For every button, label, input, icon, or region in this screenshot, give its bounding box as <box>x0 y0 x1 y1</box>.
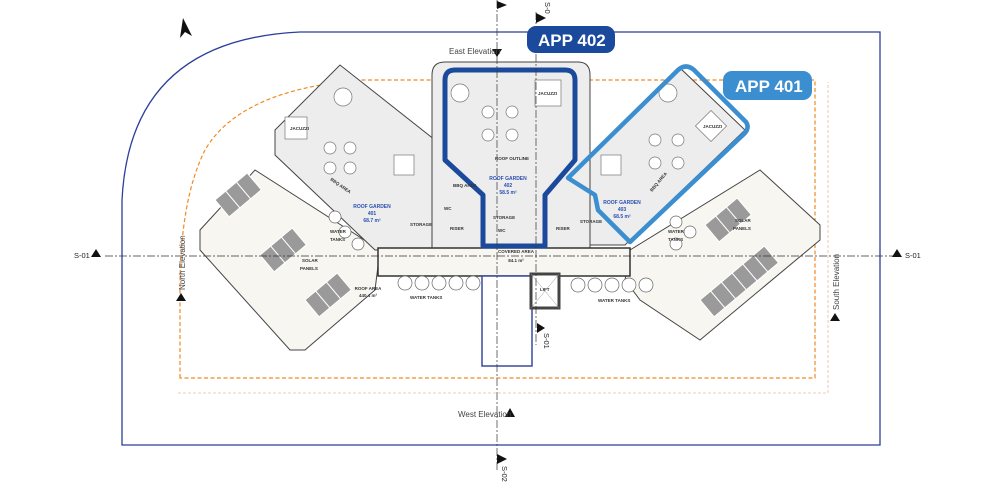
north-arrow-icon <box>180 18 192 38</box>
svg-text:SOLAR: SOLAR <box>735 218 752 223</box>
svg-text:JACUZZI: JACUZZI <box>290 126 309 131</box>
svg-text:ROOF OUTLINE: ROOF OUTLINE <box>495 156 529 161</box>
svg-text:WATER TANKS: WATER TANKS <box>410 295 442 300</box>
svg-text:PANELS: PANELS <box>300 266 318 271</box>
svg-text:COVERED AREA: COVERED AREA <box>498 249 535 254</box>
app-401-badge[interactable]: APP 401 <box>723 71 812 100</box>
room-labels: ROOF GARDEN 401 68.7 m² ROOF GARDEN 402 … <box>290 91 752 303</box>
svg-text:TANKS: TANKS <box>330 237 345 242</box>
svg-text:WATER: WATER <box>330 229 347 234</box>
svg-text:WATER TANKS: WATER TANKS <box>598 298 630 303</box>
app-402-badge[interactable]: APP 402 <box>527 26 615 53</box>
svg-text:402: 402 <box>504 183 513 189</box>
svg-text:ROOF GARDEN: ROOF GARDEN <box>353 204 391 210</box>
north-elevation-label: North Elevation <box>178 235 187 290</box>
svg-text:84.1 m²: 84.1 m² <box>508 258 524 263</box>
svg-text:JACUZZI: JACUZZI <box>538 91 557 96</box>
svg-text:68.7 m²: 68.7 m² <box>363 218 381 224</box>
svg-text:403: 403 <box>618 207 627 213</box>
app-401-label: APP 401 <box>735 77 803 96</box>
svg-text:58.5 m²: 58.5 m² <box>499 190 517 196</box>
svg-text:RISER: RISER <box>450 226 465 231</box>
svg-text:STORAGE: STORAGE <box>580 219 602 224</box>
central-block <box>431 61 591 251</box>
west-elevation-label: West Elevation <box>458 410 511 419</box>
south-elevation-label: South Elevation <box>832 254 841 310</box>
right-solar-wing <box>624 169 821 341</box>
svg-text:440.4 m²: 440.4 m² <box>359 293 378 298</box>
svg-text:ROOF GARDEN: ROOF GARDEN <box>489 176 527 182</box>
svg-text:STORAGE: STORAGE <box>410 222 432 227</box>
svg-text:TANKS: TANKS <box>668 237 683 242</box>
svg-text:BBQ AREA: BBQ AREA <box>453 183 478 188</box>
section-label-s02: S-02 <box>500 466 509 482</box>
water-tanks-row <box>328 210 697 293</box>
furniture <box>284 79 728 176</box>
east-elevation-label: East Elevation <box>449 47 500 56</box>
svg-text:68.5 m²: 68.5 m² <box>613 214 631 220</box>
site-boundary <box>121 31 881 446</box>
stair-core <box>481 275 533 367</box>
section-label-s01-left: S-01 <box>74 251 90 260</box>
svg-text:PANELS: PANELS <box>733 226 751 231</box>
section-label-s0-top: S-0 <box>543 2 552 14</box>
section-label-s01-vertical: S-01 <box>542 333 551 349</box>
svg-text:LIFT: LIFT <box>540 287 550 292</box>
svg-text:RISER: RISER <box>556 226 571 231</box>
svg-text:WC: WC <box>444 206 452 211</box>
svg-text:401: 401 <box>368 211 377 217</box>
app-401-outline <box>565 64 750 245</box>
svg-text:SOLAR: SOLAR <box>302 258 319 263</box>
svg-text:JACUZZI: JACUZZI <box>703 124 722 129</box>
app-402-outline <box>442 67 578 249</box>
svg-text:STORAGE: STORAGE <box>493 215 515 220</box>
svg-text:WATER: WATER <box>668 229 685 234</box>
inner-boundary <box>178 82 829 394</box>
section-label-s01-right: S-01 <box>905 251 921 260</box>
left-solar-wing <box>199 169 381 351</box>
svg-text:ROOF GARDEN: ROOF GARDEN <box>603 200 641 206</box>
app-402-label: APP 402 <box>538 31 606 50</box>
section-markers <box>91 1 902 464</box>
svg-text:ROOF AREA: ROOF AREA <box>355 286 383 291</box>
svg-text:WC: WC <box>498 228 506 233</box>
